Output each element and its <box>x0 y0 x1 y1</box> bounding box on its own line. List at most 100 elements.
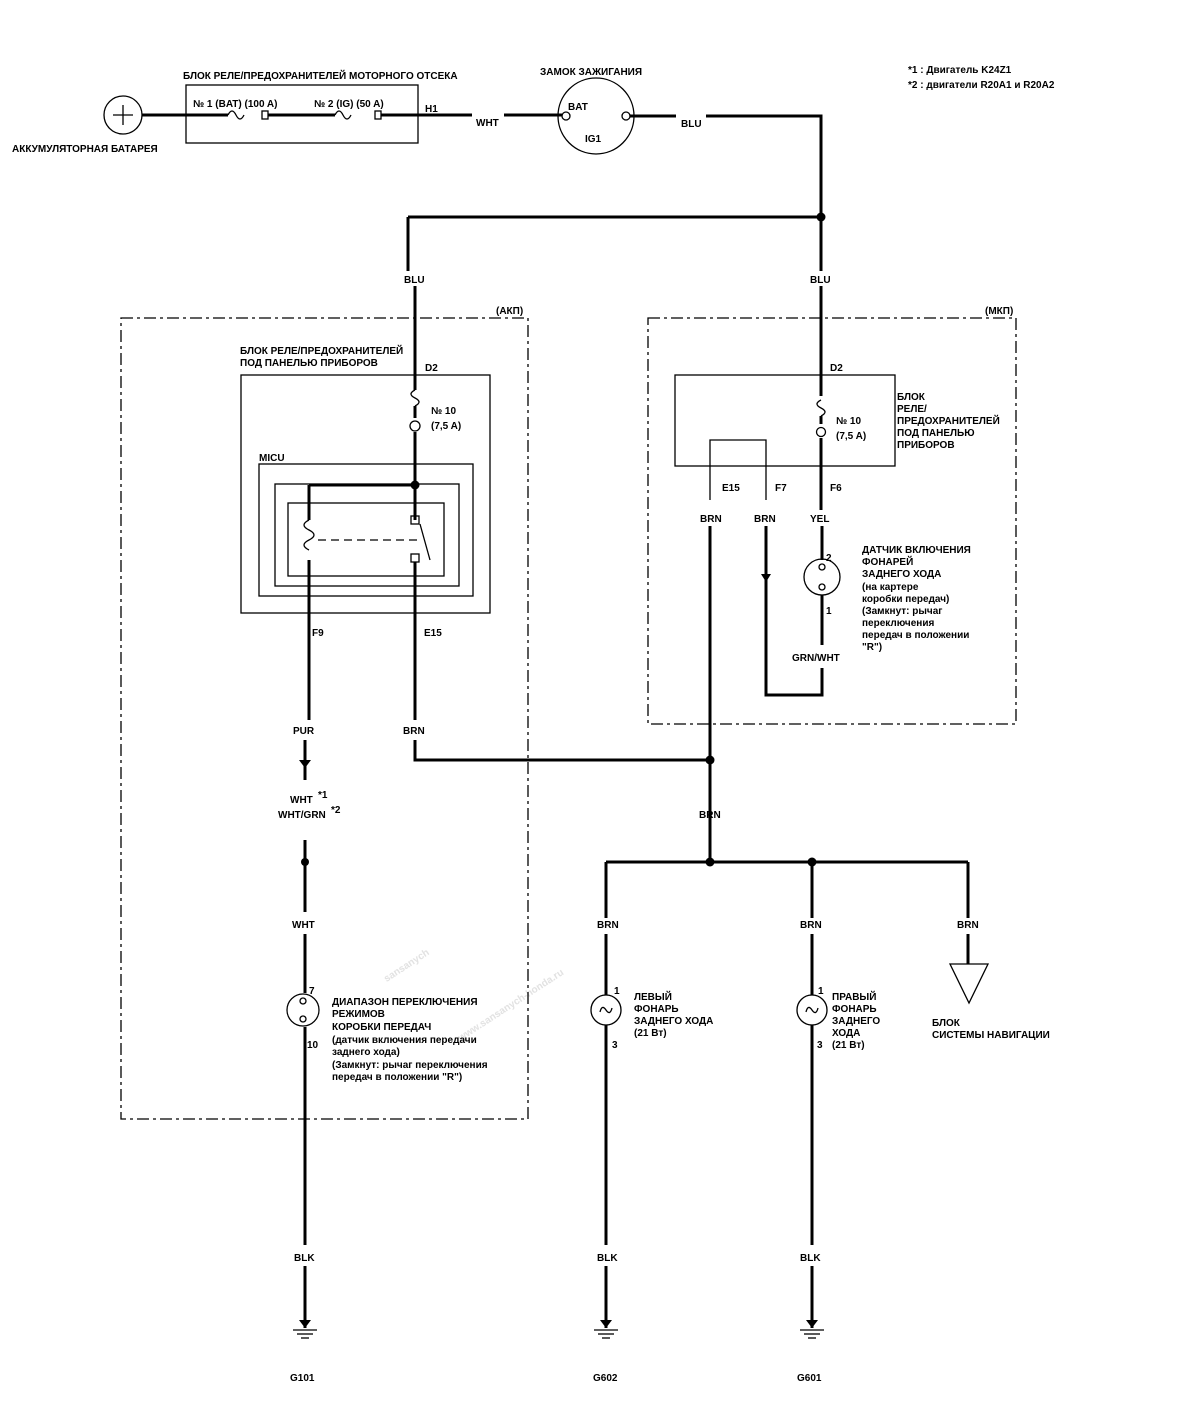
mt-switch-line-2: ЗАДНЕГО ХОДА <box>862 569 941 580</box>
wire-yel: YEL <box>810 514 829 525</box>
wire-brn-left-lamp: BRN <box>597 920 619 931</box>
wire-pur: PUR <box>293 726 315 737</box>
right-lamp-line-0: ПРАВЫЙ <box>832 990 876 1003</box>
wire-brn-right-lamp: BRN <box>800 920 822 931</box>
left-backup-lamp: 1 3 ЛЕВЫЙ ФОНАРЬ ЗАДНЕГО ХОДА (21 Вт) <box>590 986 713 1051</box>
left-lamp-pin1: 1 <box>614 986 620 997</box>
at-fuse-rating: (7,5 A) <box>431 421 461 432</box>
wire-wht-lower: WHT <box>292 920 315 931</box>
right-lamp-line-3: ХОДА <box>832 1028 860 1039</box>
left-lamp-line-0: ЛЕВЫЙ <box>634 990 672 1003</box>
wire-wht-top: WHT <box>476 118 499 129</box>
fuse-2-label: № 2 (IG) (50 A) <box>314 99 384 110</box>
mt-switch-line-8: "R") <box>862 642 882 653</box>
at-fuse-box-title-1: БЛОК РЕЛЕ/ПРЕДОХРАНИТЕЛЕЙ <box>240 344 403 357</box>
engine-fuse-box-title: БЛОК РЕЛЕ/ПРЕДОХРАНИТЕЛЕЙ МОТОРНОГО ОТСЕ… <box>183 69 458 82</box>
engine-fuse-box: БЛОК РЕЛЕ/ПРЕДОХРАНИТЕЛЕЙ МОТОРНОГО ОТСЕ… <box>183 69 458 144</box>
mt-section: (МКП) D2 № 10 (7,5 A) БЛОК РЕЛЕ/ ПРЕДОХР… <box>647 306 1017 725</box>
range-switch-pin7: 7 <box>309 986 315 997</box>
mt-f6: F6 <box>830 483 842 494</box>
mt-switch-line-0: ДАТЧИК ВКЛЮЧЕНИЯ <box>862 545 971 556</box>
range-switch-line-5: (Замкнут: рычаг переключения <box>332 1060 488 1071</box>
watermark-big: sansanych <box>382 947 431 984</box>
ignition-ig1: IG1 <box>585 134 602 145</box>
range-switch: 7 10 ДИАПАЗОН ПЕРЕКЛЮЧЕНИЯ РЕЖИМОВ КОРОБ… <box>286 986 488 1083</box>
range-switch-line-2: КОРОБКИ ПЕРЕДАЧ <box>332 1022 431 1033</box>
range-switch-line-0: ДИАПАЗОН ПЕРЕКЛЮЧЕНИЯ <box>332 997 478 1008</box>
wire-grn-wht: GRN/WHT <box>792 653 840 664</box>
range-switch-line-1: РЕЖИМОВ <box>332 1009 385 1020</box>
left-lamp-line-3: (21 Вт) <box>634 1028 667 1039</box>
wire-brn-at: BRN <box>403 726 425 737</box>
range-switch-symbol <box>286 993 320 1027</box>
mt-fuse-number: № 10 <box>836 416 861 427</box>
at-fuse-number: № 10 <box>431 406 456 417</box>
nav-line-0: БЛОК <box>932 1018 961 1029</box>
note-1: *1 : Двигатель K24Z1 <box>908 65 1012 76</box>
relay-outline <box>287 502 445 577</box>
at-section: (АКП) БЛОК РЕЛЕ/ПРЕДОХРАНИТЕЛЕЙ ПОД ПАНЕ… <box>120 306 529 1120</box>
mt-e15: E15 <box>722 483 740 494</box>
fuse-1-symbol <box>227 110 245 120</box>
at-fuse-box-title-2: ПОД ПАНЕЛЬЮ ПРИБОРОВ <box>240 358 378 369</box>
right-lamp-pin1: 1 <box>818 986 824 997</box>
wire-blk-g602: BLK <box>597 1253 618 1264</box>
fuse-1-label: № 1 (BAT) (100 A) <box>193 99 278 110</box>
at-d2: D2 <box>425 363 438 374</box>
at-e15: E15 <box>424 628 442 639</box>
wire-brn-e15: BRN <box>700 514 722 525</box>
fuse-2-symbol <box>334 110 352 120</box>
note-2: *2 : двигатели R20A1 и R20A2 <box>908 80 1055 91</box>
at-fuse-symbol <box>410 389 420 407</box>
ground-g101-label: G101 <box>290 1373 315 1384</box>
mt-switch-pin2: 2 <box>826 553 832 564</box>
mt-fuse-rating: (7,5 A) <box>836 431 866 442</box>
battery: АККУМУЛЯТОРНАЯ БАТАРЕЯ <box>12 95 158 155</box>
range-switch-line-3: (датчик включения передачи <box>332 1035 477 1046</box>
ignition-bat: BAT <box>568 102 588 113</box>
ground-g601: G601 <box>797 1266 824 1384</box>
mt-box-line-1: РЕЛЕ/ <box>897 404 927 415</box>
wire-wht-1: WHT <box>290 795 313 806</box>
mt-box-line-4: ПРИБОРОВ <box>897 440 955 451</box>
wire-brn-mid: BRN <box>699 810 721 821</box>
wire-blk-g101: BLK <box>294 1253 315 1264</box>
battery-label: АККУМУЛЯТОРНАЯ БАТАРЕЯ <box>12 144 158 155</box>
terminal-h1: H1 <box>425 104 438 115</box>
nav-line-1: СИСТЕМЫ НАВИГАЦИИ <box>932 1030 1050 1041</box>
wire-blk-g601: BLK <box>800 1253 821 1264</box>
right-lamp-line-4: (21 Вт) <box>832 1040 865 1051</box>
wire-star-1: *1 <box>318 790 328 801</box>
mt-switch-line-7: передач в положении <box>862 630 969 641</box>
mt-switch-line-4: коробки передач) <box>862 593 949 605</box>
mt-switch-line-1: ФОНАРЕЙ <box>862 555 913 568</box>
right-lamp-pin3: 3 <box>817 1040 823 1051</box>
wire-blu-top: BLU <box>681 119 702 130</box>
relay-contact <box>419 523 431 561</box>
range-switch-line-4: заднего хода) <box>332 1047 400 1058</box>
ground-g601-label: G601 <box>797 1373 822 1384</box>
ignition-switch: ЗАМОК ЗАЖИГАНИЯ BAT IG1 <box>540 67 642 155</box>
range-switch-pin10: 10 <box>307 1040 319 1051</box>
wire-brn-nav: BRN <box>957 920 979 931</box>
right-lamp-line-1: ФОНАРЬ <box>832 1004 877 1015</box>
at-section-border <box>120 317 529 1120</box>
mt-switch-line-3: (на картере <box>862 582 919 593</box>
relay-coil <box>303 519 315 551</box>
mt-switch-line-6: переключения <box>862 618 934 629</box>
mt-section-tag: (МКП) <box>985 306 1013 317</box>
ground-g101: G101 <box>290 1266 317 1384</box>
range-switch-line-6: передач в положении "R") <box>332 1072 462 1083</box>
mt-f7: F7 <box>775 483 787 494</box>
navigation-unit: БЛОК СИСТЕМЫ НАВИГАЦИИ <box>932 963 1050 1041</box>
left-lamp-line-1: ФОНАРЬ <box>634 1004 679 1015</box>
mt-switch-pin1: 1 <box>826 606 832 617</box>
wire-wht-grn: WHT/GRN <box>278 810 326 821</box>
micu-label: MICU <box>259 453 285 464</box>
mt-d2: D2 <box>830 363 843 374</box>
left-lamp-pin3: 3 <box>612 1040 618 1051</box>
wire-blu-left: BLU <box>404 275 425 286</box>
ground-g602-label: G602 <box>593 1373 618 1384</box>
